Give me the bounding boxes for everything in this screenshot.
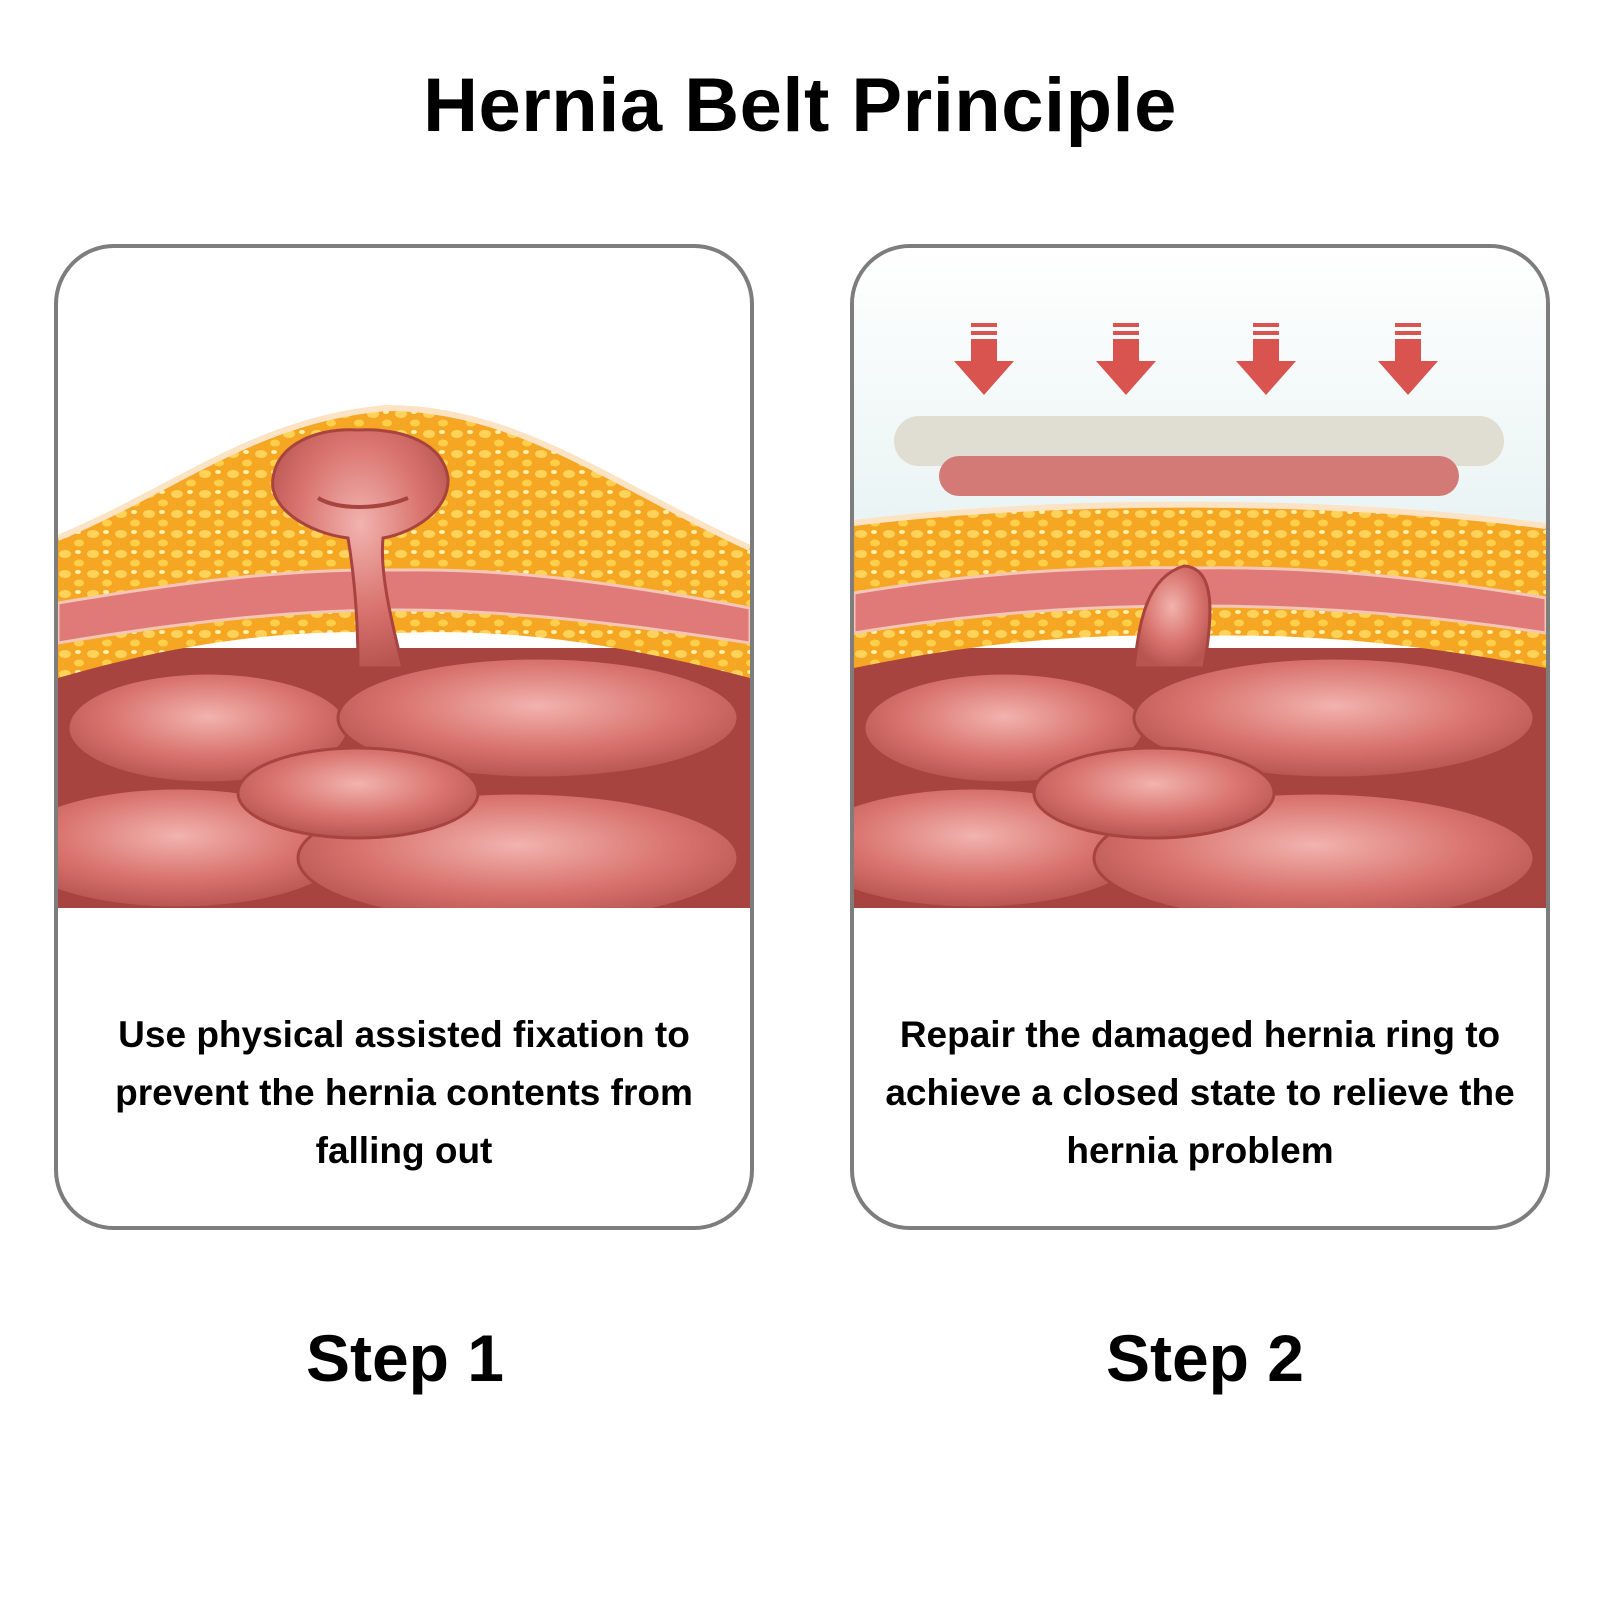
muscle-layer	[58, 568, 750, 645]
step-2-caption: Repair the damaged hernia ring to achiev…	[885, 1014, 1515, 1171]
down-arrow-icon	[1378, 323, 1438, 395]
intestine-loop	[236, 746, 480, 840]
down-arrow-icon	[1236, 323, 1296, 395]
down-arrow-icon	[1096, 323, 1156, 395]
hernia-belt-compression-illustration	[854, 248, 1546, 938]
hernia-protrusion-illustration	[58, 404, 750, 938]
reduced-hernia	[1132, 564, 1212, 670]
hernia-sac	[271, 428, 450, 670]
intestine-loop	[336, 656, 740, 780]
page-title: Hernia Belt Principle	[423, 63, 1177, 148]
belt-pad	[939, 456, 1459, 496]
down-arrow-icon	[954, 323, 1014, 395]
step-1-card: Use physical assisted fixation to preven…	[54, 244, 754, 1230]
step-1-caption: Use physical assisted fixation to preven…	[115, 1014, 693, 1171]
step-2-card: Repair the damaged hernia ring to achiev…	[850, 244, 1550, 1230]
belt-strap	[894, 416, 1504, 466]
pressure-arrows	[954, 323, 1438, 395]
step-1-label: Step 1	[305, 1321, 505, 1395]
step-2-label: Step 2	[1105, 1321, 1305, 1395]
